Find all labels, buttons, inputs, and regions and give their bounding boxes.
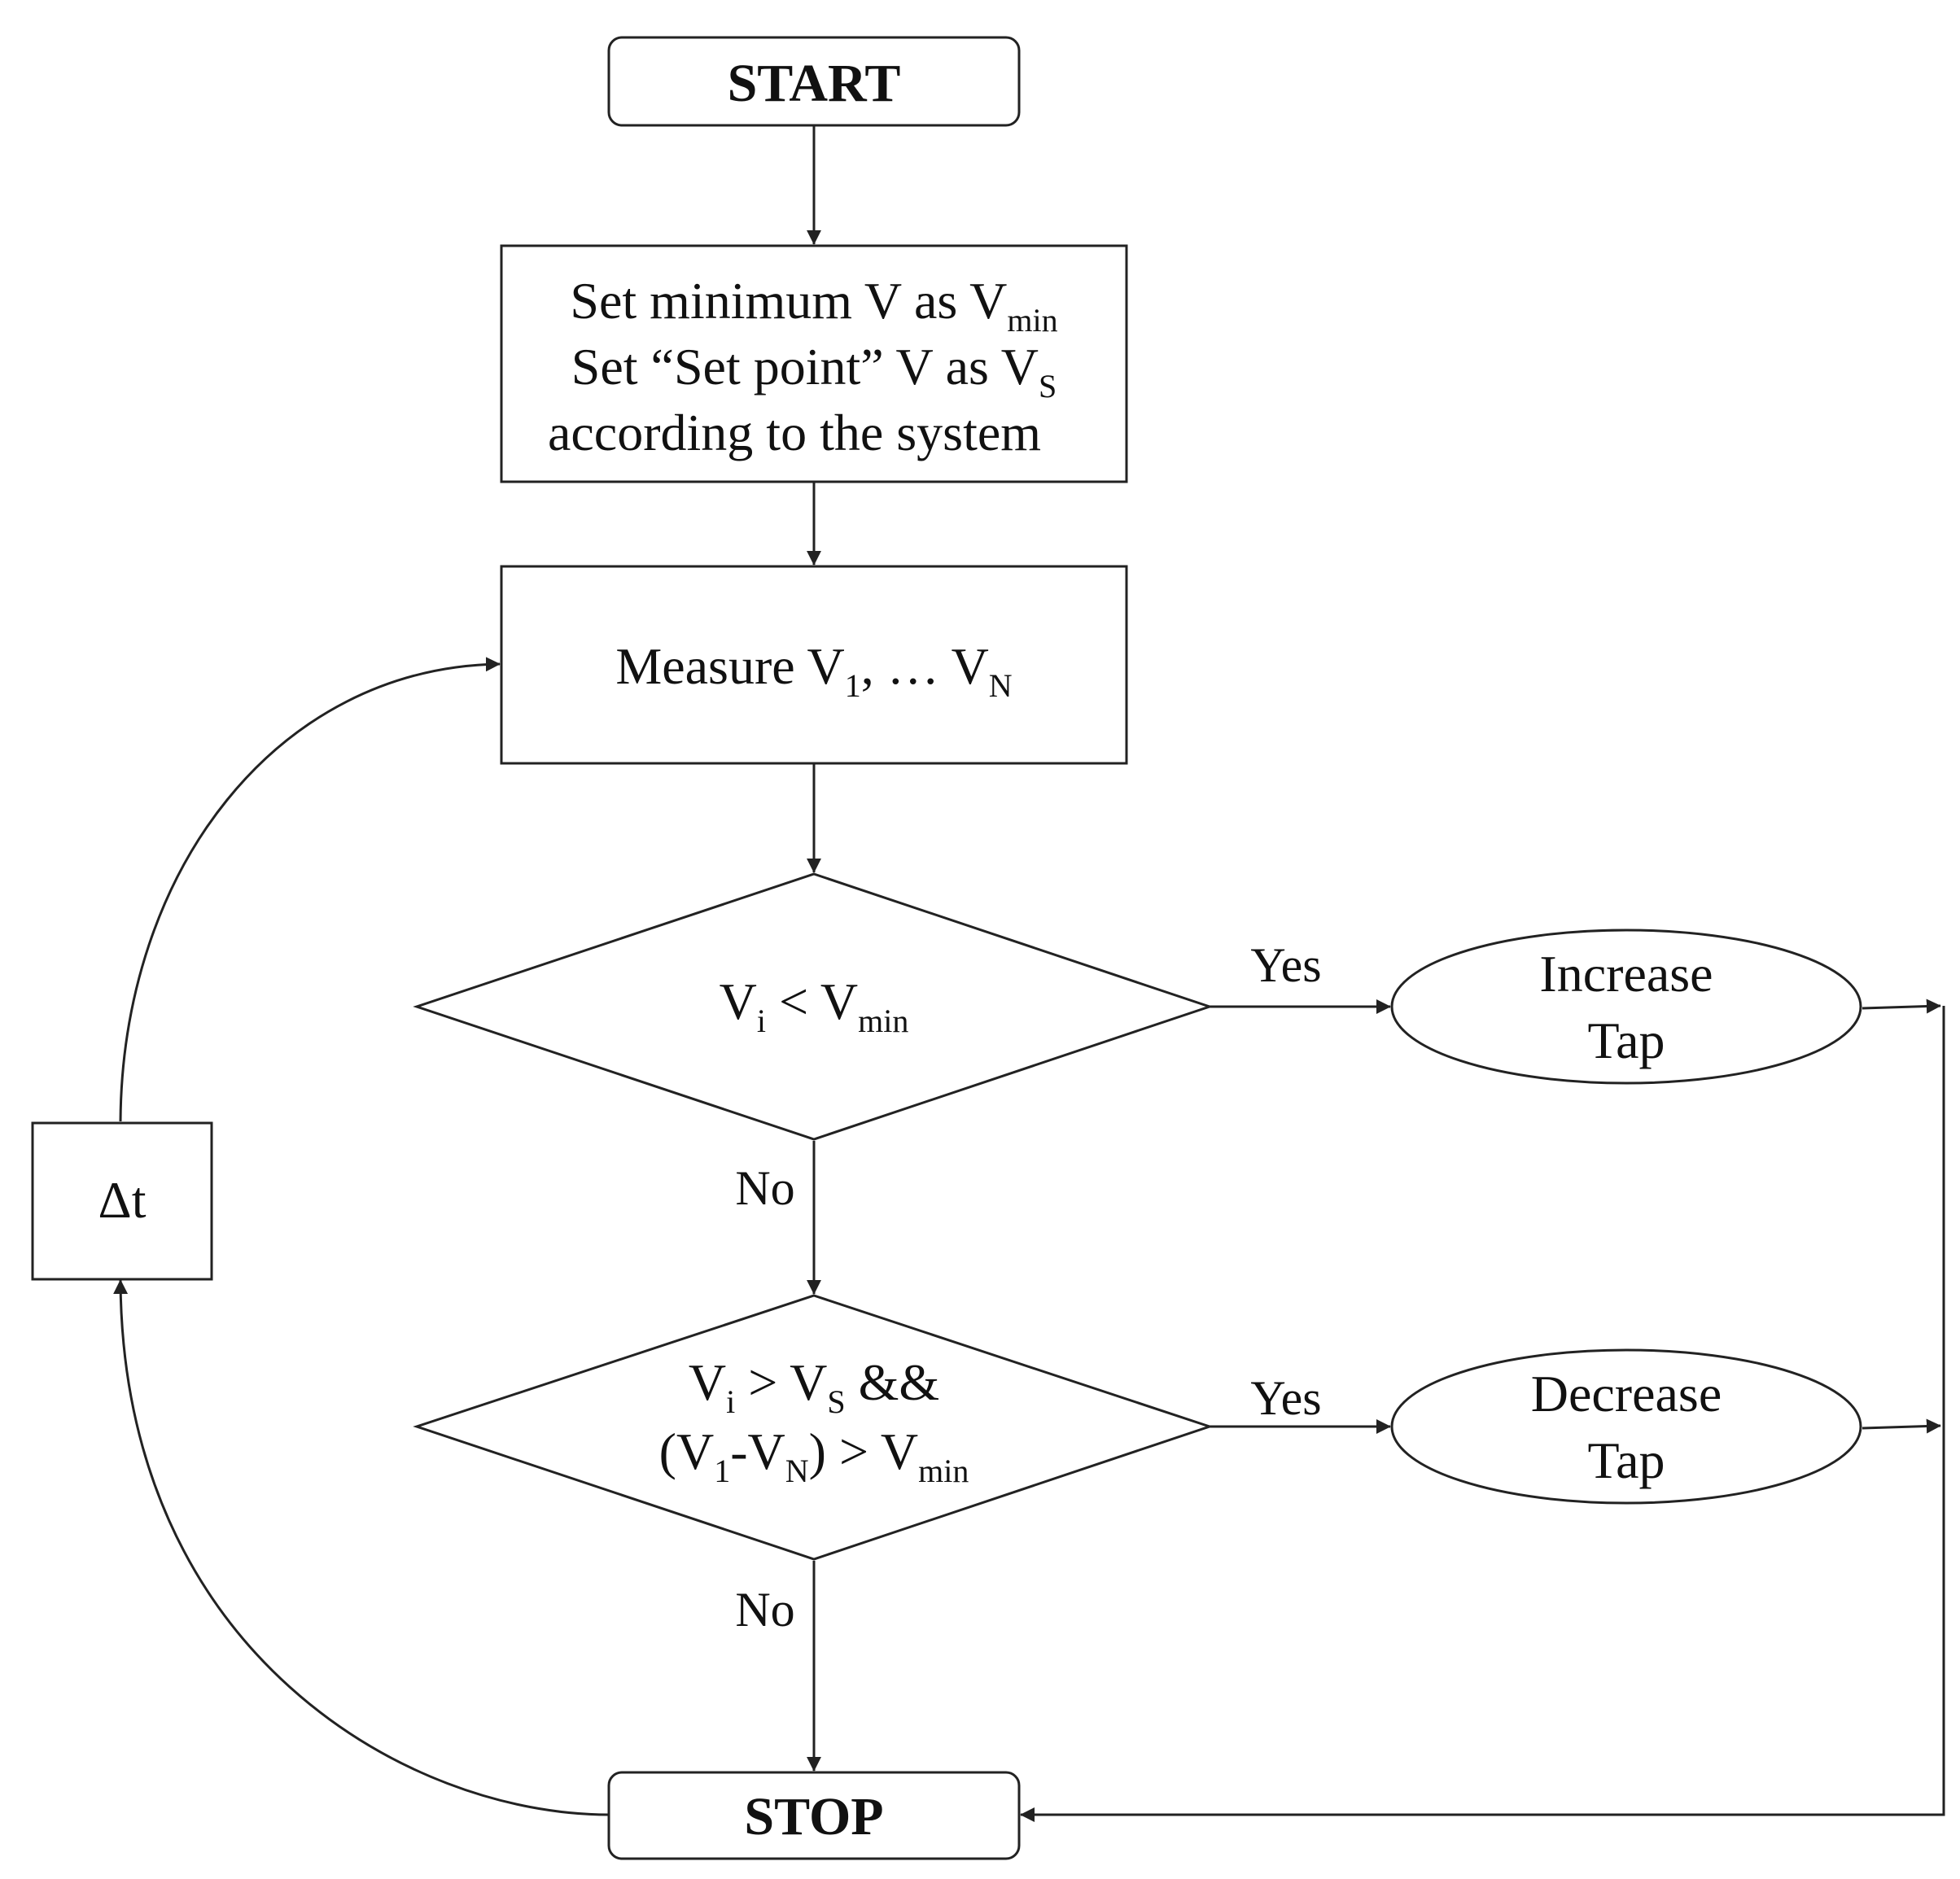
edge-increase-out <box>1862 998 1941 1014</box>
cond1-no-label: No <box>735 1161 794 1215</box>
edge-delay-to-measure <box>119 657 501 1122</box>
measure-process: Measure V1, … VN <box>500 565 1128 765</box>
decision-setpoint-voltage: Vi > VS && (V1-VN) > Vmin <box>413 1294 1214 1561</box>
setup-line-2: Set “Set point” V as VS <box>571 338 1057 404</box>
start-node: START <box>607 36 1021 127</box>
increase-tap-line-2: Tap <box>1587 1012 1665 1069</box>
start-label: START <box>728 54 901 113</box>
decision-min-voltage: Vi < Vmin <box>413 872 1214 1141</box>
increase-tap-node: Increase Tap <box>1390 929 1862 1085</box>
stop-label: STOP <box>744 1787 883 1846</box>
cond2-no-label: No <box>735 1583 794 1636</box>
stop-node: STOP <box>607 1771 1021 1860</box>
cond1-yes-label: Yes <box>1250 938 1321 992</box>
edge-right-rail-to-stop <box>1020 1006 1945 1822</box>
setup-process: Set minimum V as Vmin Set “Set point” V … <box>500 244 1128 483</box>
edge-decrease-out <box>1862 1418 1941 1434</box>
decrease-tap-line-1: Decrease <box>1531 1365 1722 1422</box>
decision-2-line-2: (V1-VN) > Vmin <box>659 1422 969 1489</box>
edges <box>113 125 1945 1822</box>
delay-node: Δt <box>31 1121 213 1281</box>
cond2-yes-label: Yes <box>1250 1371 1321 1425</box>
decision-2-line-1: Vi > VS && <box>689 1353 939 1420</box>
measure-label: Measure V1, … VN <box>615 637 1012 704</box>
setup-line-1: Set minimum V as Vmin <box>570 272 1057 339</box>
decrease-tap-node: Decrease Tap <box>1390 1348 1862 1505</box>
edge-labels: Yes No Yes No <box>735 938 1321 1636</box>
delay-label: Δt <box>98 1171 147 1229</box>
setup-line-3: according to the system <box>548 404 1041 461</box>
edge-stop-to-delay <box>113 1279 610 1816</box>
decision-1-label: Vi < Vmin <box>720 972 909 1039</box>
decrease-tap-line-2: Tap <box>1587 1431 1665 1489</box>
increase-tap-line-1: Increase <box>1539 945 1713 1003</box>
